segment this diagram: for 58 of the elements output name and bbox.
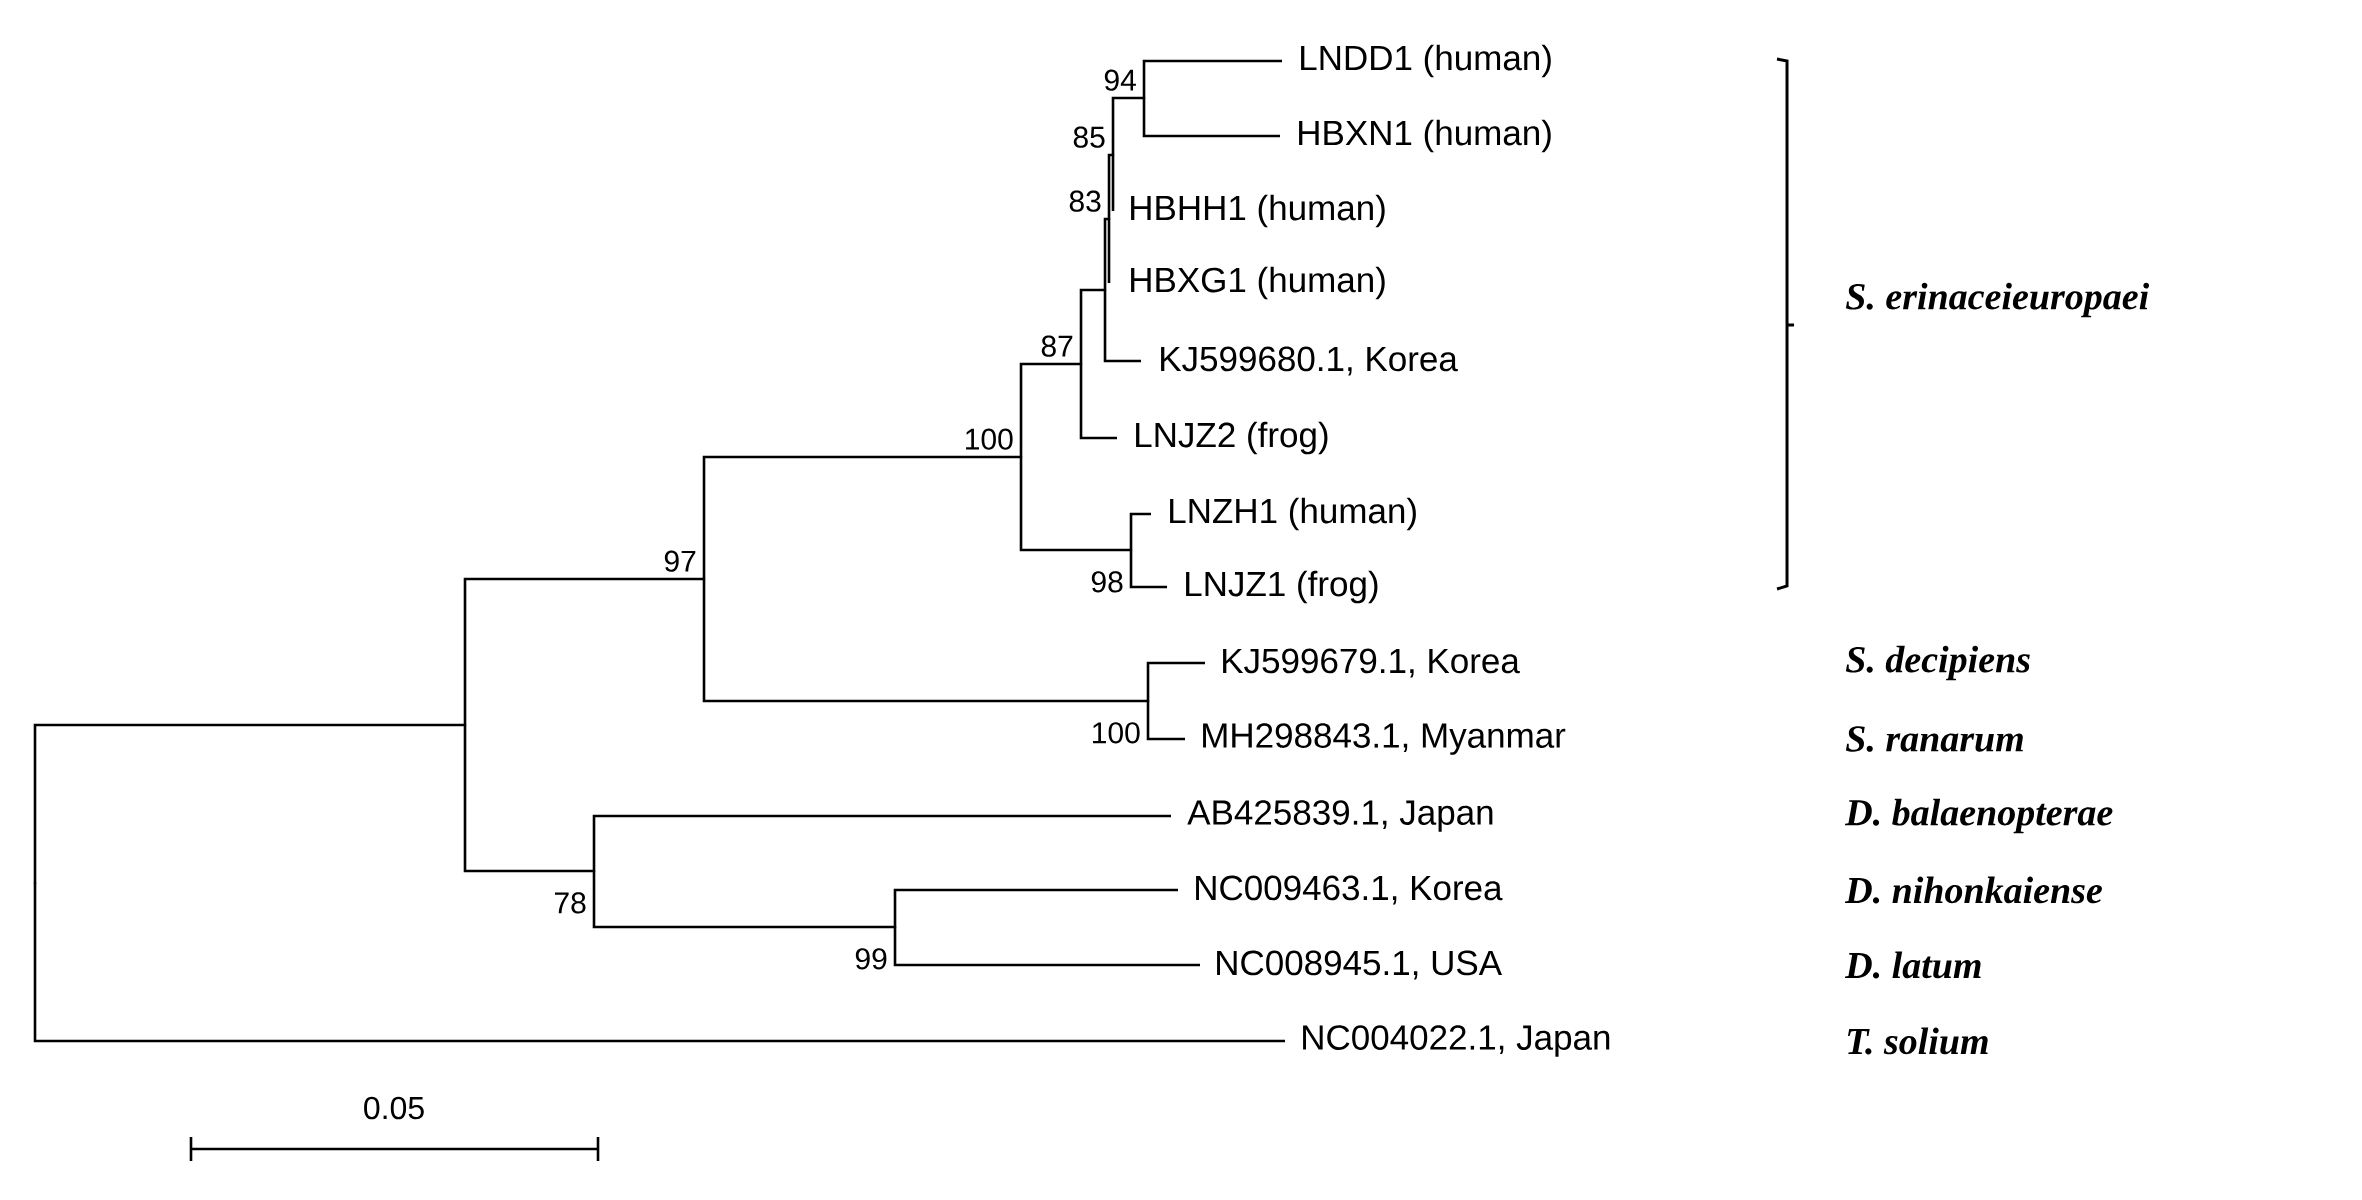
bootstrap-value: 83 (1069, 190, 1101, 212)
species-name: T. solium (1848, 1027, 1988, 1055)
leaf-label: MH298843.1, Myanmar (1203, 723, 1566, 755)
leaf-label: AB425839.1, Japan (1187, 800, 1493, 832)
branch-line (1146, 661, 1205, 701)
bootstrap-value: 98 (1091, 571, 1123, 593)
branch-line (1129, 512, 1151, 550)
branch-line (592, 871, 895, 929)
leaf-label: HBXN1 (human) (1299, 119, 1551, 153)
leaf-label: HBXG1 (human) (1131, 266, 1385, 300)
bootstrap-value: 78 (554, 892, 586, 914)
branch-line (1111, 96, 1144, 155)
branch-line (1019, 457, 1131, 552)
leaf-label: LNJZ2 (frog) (1136, 421, 1328, 455)
species-name: D. nihonkaiense (1844, 876, 2102, 904)
branch-line (702, 455, 1021, 579)
branch-line (1019, 362, 1081, 457)
branch-line (1111, 155, 1115, 211)
leaf-label: LNZH1 (human) (1170, 497, 1416, 531)
leaf-label: KJ599679.1, Korea (1223, 648, 1520, 678)
branch-line (1079, 364, 1117, 440)
bootstrap-value: 85 (1073, 126, 1105, 148)
bootstrap-value: 87 (1041, 335, 1073, 357)
scale-label: 0.05 (364, 1096, 424, 1120)
branch-line (1107, 219, 1111, 283)
leaf-label: LNDD1 (human) (1301, 44, 1551, 78)
bootstrap-value: 100 (1093, 722, 1140, 744)
branch-line (1142, 59, 1282, 98)
leaf-label: NC004022.1, Japan (1303, 1025, 1610, 1057)
branch-line (463, 577, 704, 725)
branch-line (1079, 288, 1105, 364)
branch-line (1129, 550, 1167, 589)
branch-line (1107, 153, 1113, 219)
branch-line (33, 723, 465, 883)
branch-line (463, 725, 594, 873)
bootstrap-value: 99 (855, 948, 887, 970)
branch-line (1142, 98, 1280, 138)
branch-line (592, 814, 1171, 871)
bootstrap-value: 100 (966, 428, 1013, 450)
branch-line (1103, 290, 1141, 363)
leaf-label: LNJZ1 (frog) (1186, 570, 1378, 604)
branch-line (1146, 701, 1185, 741)
leaf-label: NC009463.1, Korea (1196, 875, 1503, 905)
leaf-label: KJ599680.1, Korea (1161, 346, 1458, 376)
branch-line (893, 888, 1178, 927)
species-name: S. decipiens (1845, 645, 2030, 681)
bootstrap-value: 97 (664, 550, 696, 572)
branch-line (33, 883, 1285, 1043)
branch-line (893, 927, 1200, 967)
leaf-label: NC008945.1, USA (1217, 950, 1502, 980)
leaf-label: HBHH1 (human) (1131, 194, 1385, 228)
bootstrap-value: 94 (1104, 69, 1136, 91)
species-name: D. latum (1844, 951, 1981, 979)
species-name: D. balaenopterae (1844, 798, 2113, 834)
branch-line (1103, 217, 1109, 290)
branch-line (702, 579, 1148, 703)
species-name: S. erinaceieuropaei (1845, 282, 2150, 318)
species-name: S. ranarum (1845, 726, 2023, 752)
